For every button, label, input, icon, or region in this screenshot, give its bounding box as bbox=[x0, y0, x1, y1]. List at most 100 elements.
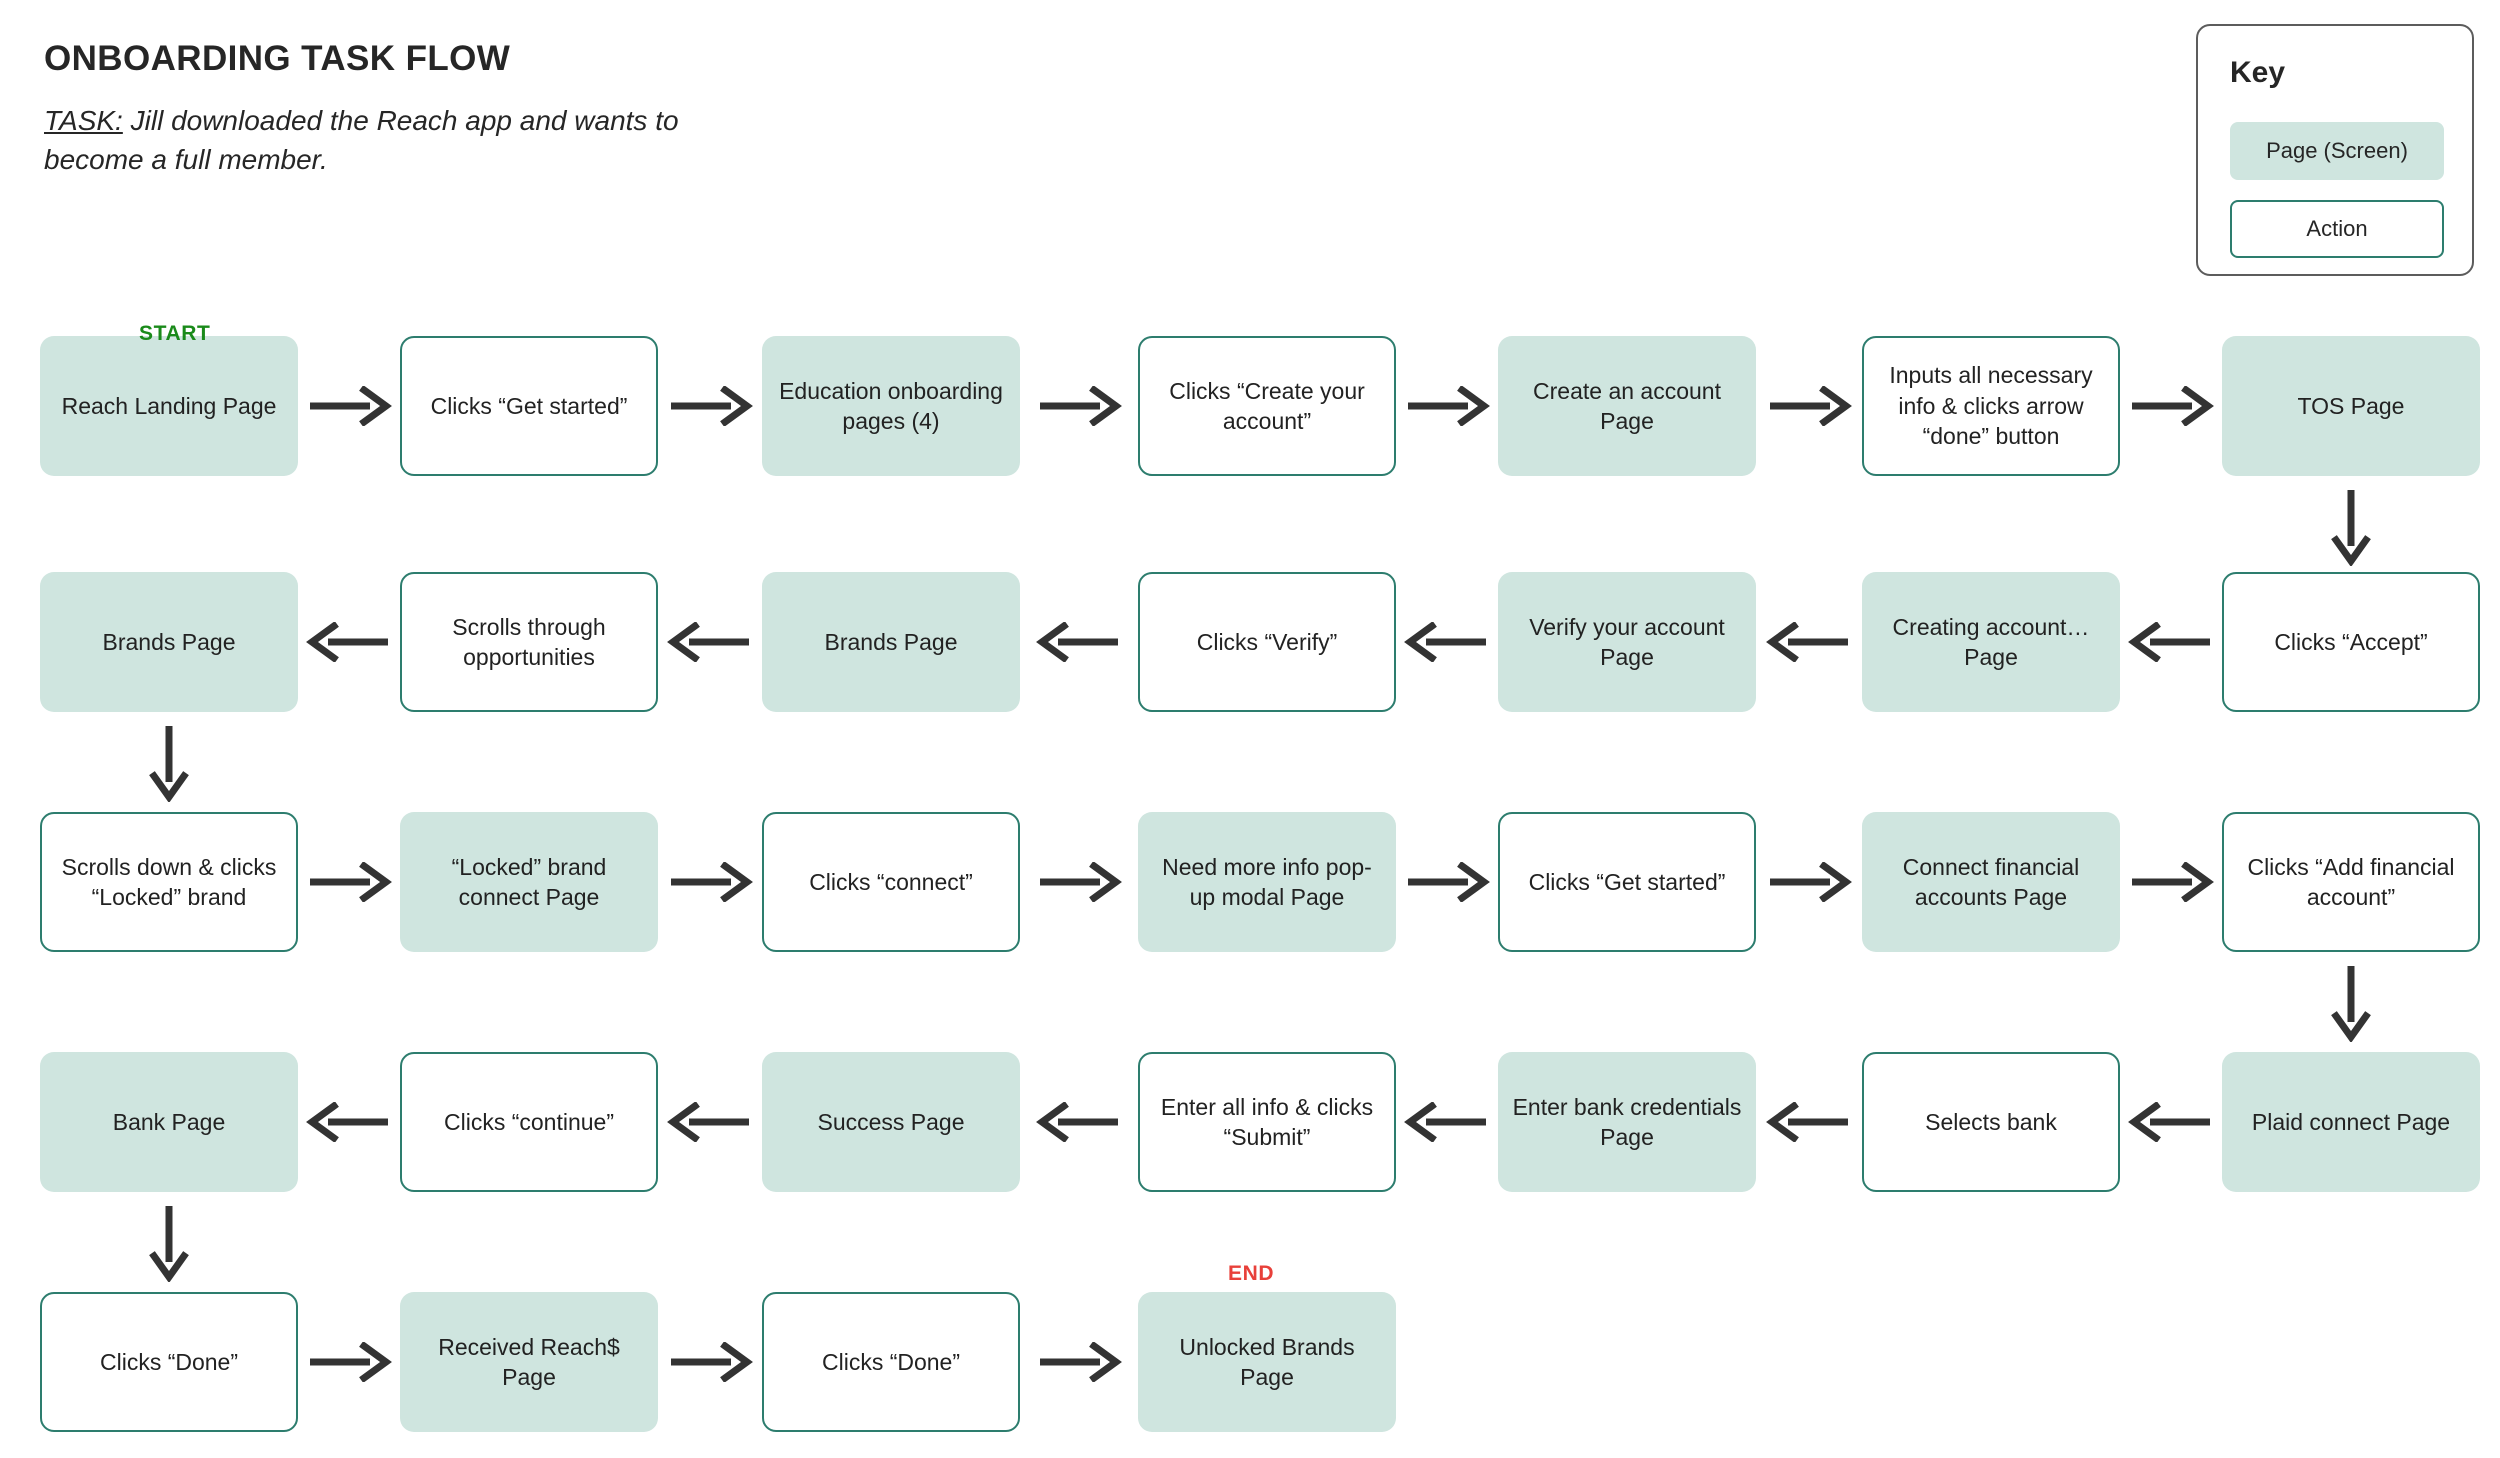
flow-node-page[interactable]: Enter bank credentials Page bbox=[1498, 1052, 1756, 1192]
arrow-down-icon bbox=[149, 1204, 189, 1282]
flow-node-page[interactable]: Create an account Page bbox=[1498, 336, 1756, 476]
flow-node-action[interactable]: Clicks “Done” bbox=[40, 1292, 298, 1432]
flow-node-action[interactable]: Clicks “Accept” bbox=[2222, 572, 2480, 712]
flow-node-page[interactable]: Plaid connect Page bbox=[2222, 1052, 2480, 1192]
arrow-left-icon bbox=[667, 1102, 753, 1142]
flow-node-label: Success Page bbox=[817, 1108, 965, 1135]
flow-node-label: Enter bank credentials Page bbox=[1512, 1093, 1742, 1150]
header: ONBOARDING TASK FLOW TASK: Jill download… bbox=[44, 39, 944, 181]
arrow-down-icon bbox=[2331, 488, 2371, 566]
key-legend: Key Page (Screen) Action bbox=[2196, 24, 2474, 276]
arrow-right-icon bbox=[667, 1342, 753, 1382]
flow-node-action[interactable]: Clicks “continue” bbox=[400, 1052, 658, 1192]
arrow-left-icon bbox=[306, 1102, 392, 1142]
flow-node-label: Connect financial accounts Page bbox=[1902, 853, 2080, 910]
arrow-right-icon bbox=[1766, 862, 1852, 902]
arrow-left-icon bbox=[1404, 622, 1490, 662]
arrow-down-icon bbox=[2331, 964, 2371, 1042]
flow-node-action[interactable]: Clicks “Get started” bbox=[1498, 812, 1756, 952]
flow-node-action[interactable]: Clicks “Verify” bbox=[1138, 572, 1396, 712]
flow-node-label: Need more info pop-up modal Page bbox=[1162, 853, 1372, 910]
key-swatch-action: Action bbox=[2230, 200, 2444, 258]
flow-node-label: Unlocked Brands Page bbox=[1179, 1333, 1355, 1390]
arrow-down-icon bbox=[149, 724, 189, 802]
flow-node-page[interactable]: Connect financial accounts Page bbox=[1862, 812, 2120, 952]
flow-node-label: Clicks “Get started” bbox=[430, 392, 628, 419]
flow-node-page[interactable]: “Locked” brand connect Page bbox=[400, 812, 658, 952]
task-text: Jill downloaded the Reach app and wants … bbox=[44, 104, 679, 176]
arrow-left-icon bbox=[306, 622, 392, 662]
flow-node-label: “Locked” brand connect Page bbox=[451, 853, 607, 910]
arrow-right-icon bbox=[1404, 386, 1490, 426]
flow-node-label: Scrolls down & clicks “Locked” brand bbox=[61, 853, 277, 910]
flow-node-label: Creating account… Page bbox=[1892, 613, 2090, 670]
flow-node-page[interactable]: Received Reach$ Page bbox=[400, 1292, 658, 1432]
flow-node-label: Reach Landing Page bbox=[61, 392, 277, 419]
arrow-right-icon bbox=[1036, 862, 1122, 902]
flow-node-label: Verify your account Page bbox=[1529, 613, 1725, 670]
flow-node-label: Bank Page bbox=[112, 1108, 226, 1135]
key-title: Key bbox=[2230, 56, 2286, 89]
page-title: ONBOARDING TASK FLOW bbox=[44, 39, 511, 78]
flow-node-page[interactable]: Brands Page bbox=[762, 572, 1020, 712]
arrow-right-icon bbox=[1036, 386, 1122, 426]
flow-node-page[interactable]: Need more info pop-up modal Page bbox=[1138, 812, 1396, 952]
arrow-left-icon bbox=[2128, 622, 2214, 662]
arrow-right-icon bbox=[2128, 862, 2214, 902]
arrow-right-icon bbox=[1766, 386, 1852, 426]
arrow-left-icon bbox=[1404, 1102, 1490, 1142]
flow-node-label: Education onboarding pages (4) bbox=[779, 377, 1003, 434]
flow-node-action[interactable]: Selects bank bbox=[1862, 1052, 2120, 1192]
flow-node-page[interactable]: Success Page bbox=[762, 1052, 1020, 1192]
flow-node-page[interactable]: Creating account… Page bbox=[1862, 572, 2120, 712]
flow-node-label: Scrolls through opportunities bbox=[452, 613, 606, 670]
flow-node-action[interactable]: Enter all info & clicks “Submit” bbox=[1138, 1052, 1396, 1192]
flow-node-action[interactable]: Clicks “Add financial account” bbox=[2222, 812, 2480, 952]
flow-node-action[interactable]: Clicks “Create your account” bbox=[1138, 336, 1396, 476]
arrow-right-icon bbox=[306, 862, 392, 902]
flow-node-label: Inputs all necessary info & clicks arrow… bbox=[1889, 362, 2093, 450]
flow-node-label: Clicks “connect” bbox=[809, 868, 973, 895]
flow-node-label: Clicks “Get started” bbox=[1528, 868, 1726, 895]
flow-node-label: Received Reach$ Page bbox=[438, 1333, 620, 1390]
flow-node-label: Clicks “continue” bbox=[444, 1108, 614, 1135]
arrow-left-icon bbox=[1766, 622, 1852, 662]
arrow-left-icon bbox=[1036, 1102, 1122, 1142]
flow-node-label: Clicks “Done” bbox=[821, 1348, 961, 1375]
flow-node-page[interactable]: TOS Page bbox=[2222, 336, 2480, 476]
flow-node-page[interactable]: Verify your account Page bbox=[1498, 572, 1756, 712]
task-label: TASK: bbox=[44, 104, 123, 136]
flow-node-action[interactable]: Inputs all necessary info & clicks arrow… bbox=[1862, 336, 2120, 476]
arrow-right-icon bbox=[306, 1342, 392, 1382]
flow-node-label: Clicks “Add financial account” bbox=[2247, 853, 2455, 910]
flow-node-label: Brands Page bbox=[824, 628, 958, 655]
key-swatch-page: Page (Screen) bbox=[2230, 122, 2444, 180]
flow-node-label: Clicks “Create your account” bbox=[1169, 377, 1365, 434]
flow-node-page[interactable]: Unlocked Brands Page bbox=[1138, 1292, 1396, 1432]
flow-node-label: Brands Page bbox=[102, 628, 236, 655]
flow-node-label: Clicks “Verify” bbox=[1196, 628, 1338, 655]
flow-node-page[interactable]: Brands Page bbox=[40, 572, 298, 712]
arrow-right-icon bbox=[667, 862, 753, 902]
flow-node-action[interactable]: Clicks “Get started” bbox=[400, 336, 658, 476]
flow-node-page[interactable]: Bank Page bbox=[40, 1052, 298, 1192]
task-description: TASK: Jill downloaded the Reach app and … bbox=[44, 101, 744, 181]
flow-node-action[interactable]: Scrolls down & clicks “Locked” brand bbox=[40, 812, 298, 952]
arrow-left-icon bbox=[2128, 1102, 2214, 1142]
arrow-right-icon bbox=[1036, 1342, 1122, 1382]
flow-node-action[interactable]: Clicks “Done” bbox=[762, 1292, 1020, 1432]
flow-node-action[interactable]: Clicks “connect” bbox=[762, 812, 1020, 952]
arrow-right-icon bbox=[306, 386, 392, 426]
flow-node-label: Plaid connect Page bbox=[2251, 1108, 2451, 1135]
arrow-right-icon bbox=[2128, 386, 2214, 426]
flow-node-label: Enter all info & clicks “Submit” bbox=[1160, 1093, 1374, 1150]
end-marker: END bbox=[1228, 1262, 1275, 1285]
arrow-right-icon bbox=[667, 386, 753, 426]
flow-node-page[interactable]: Education onboarding pages (4) bbox=[762, 336, 1020, 476]
flow-node-action[interactable]: Scrolls through opportunities bbox=[400, 572, 658, 712]
start-marker: START bbox=[139, 322, 211, 345]
flow-node-label: Clicks “Accept” bbox=[2274, 628, 2428, 655]
flow-node-page[interactable]: Reach Landing Page bbox=[40, 336, 298, 476]
flow-node-label: Selects bank bbox=[1925, 1108, 2057, 1135]
